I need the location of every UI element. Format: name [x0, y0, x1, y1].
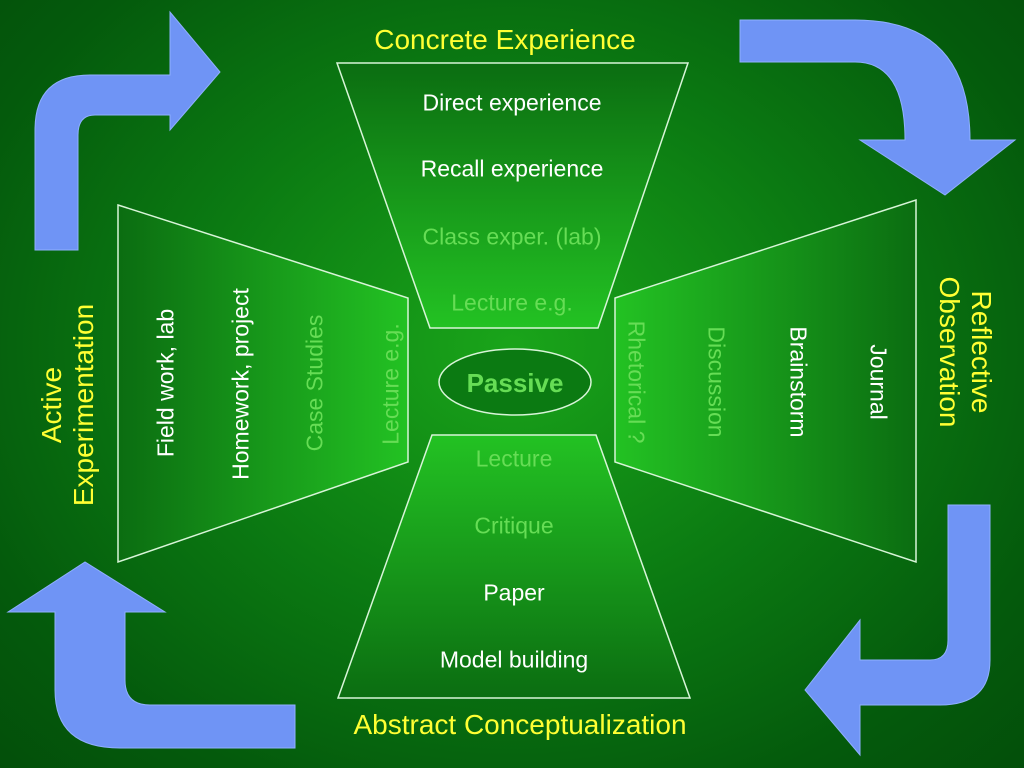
left-item-field-work: Field work, lab — [152, 308, 179, 458]
right-panel — [614, 198, 917, 564]
left-item-lecture: Lecture e.g. — [377, 323, 404, 445]
title-concrete-experience: Concrete Experience — [374, 24, 636, 55]
title-active-experimentation: Active Experimentation — [36, 304, 100, 506]
left-item-case-studies: Case Studies — [301, 314, 328, 452]
arrow-bottom-right — [804, 504, 991, 757]
title-reflective-observation: Reflective Observation — [933, 277, 997, 428]
arrow-top-left — [34, 10, 221, 251]
title-active-line1: Active — [35, 366, 67, 444]
passive-ellipse — [438, 348, 592, 416]
top-item-lecture: Lecture e.g. — [451, 289, 573, 316]
right-item-discussion: Discussion — [703, 326, 730, 438]
top-item-recall-experience: Recall experience — [420, 155, 604, 182]
title-reflective-line2: Observation — [934, 276, 965, 428]
arrow-bottom-left — [6, 561, 296, 749]
bottom-item-lecture: Lecture — [475, 445, 553, 472]
right-item-journal: Journal — [865, 344, 892, 420]
bottom-item-paper: Paper — [483, 579, 545, 606]
title-abstract-conceptualization: Abstract Conceptualization — [353, 709, 687, 740]
bottom-item-model-building: Model building — [439, 646, 589, 673]
passive-label: Passive — [466, 368, 564, 398]
title-active-line2: Experimentation — [68, 303, 99, 507]
left-panel — [117, 203, 409, 564]
right-item-brainstorm: Brainstorm — [785, 326, 812, 438]
bottom-item-critique: Critique — [474, 512, 554, 539]
bottom-panel — [336, 434, 692, 699]
top-item-class-experiment: Class exper. (lab) — [422, 223, 602, 250]
left-item-homework-project: Homework, project — [227, 288, 254, 480]
title-reflective-line1: Reflective — [966, 290, 998, 414]
top-panel — [335, 62, 690, 329]
arrow-top-right — [739, 19, 1017, 196]
right-item-rhetorical: Rhetorical ? — [623, 320, 650, 444]
top-item-direct-experience: Direct experience — [422, 89, 602, 116]
